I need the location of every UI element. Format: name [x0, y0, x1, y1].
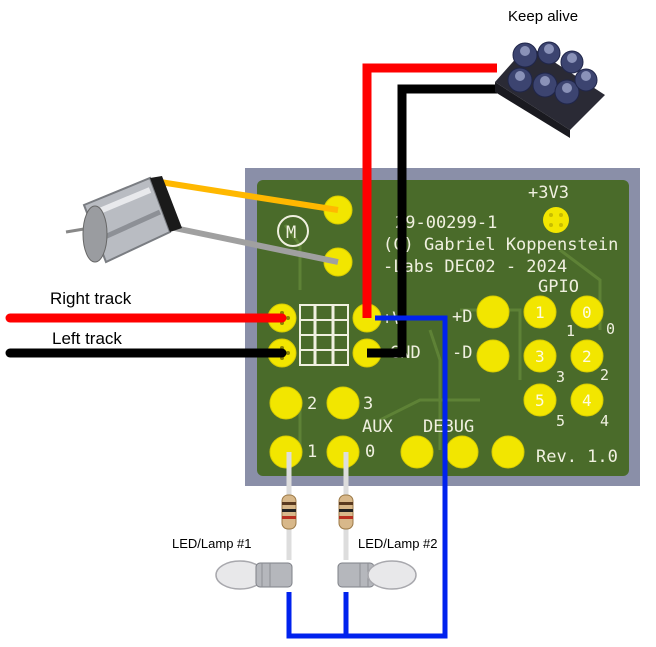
pcb-debug-label: DEBUG [423, 417, 474, 437]
pcb-minus-d-label: -D [452, 343, 472, 363]
keep-alive-label: Keep alive [508, 8, 579, 25]
pcb-aux2-num: 2 [307, 394, 317, 414]
motor-symbol: M [277, 215, 309, 247]
right-track-label: Right track [50, 289, 132, 308]
pcb-3v3-label: +3V3 [528, 183, 569, 203]
pcb-gpio-side-4: 4 [600, 412, 609, 430]
pcb-gpio-side-5: 5 [556, 412, 565, 430]
pad-minus-d [476, 339, 510, 373]
pad-debug-3 [491, 435, 525, 469]
pcb-gpio-side-0: 0 [606, 320, 615, 338]
gpio-0-num: 0 [582, 303, 592, 322]
motor [65, 176, 182, 264]
pad-gpio-1 [523, 295, 557, 329]
lamp-1 [215, 560, 293, 590]
resistor-2 [338, 494, 354, 530]
pad-plus-d [476, 295, 510, 329]
pcb-gpio-side-3: 3 [556, 368, 565, 386]
motor-gray-wire [159, 222, 339, 265]
pcb-aux1-num: 1 [307, 442, 317, 462]
lamp-common-blue-wire [286, 315, 448, 639]
gpio-5-num: 5 [535, 391, 545, 410]
pcb-line2: (C) Gabriel Koppenstein [383, 235, 618, 255]
pad-debug-2 [445, 435, 479, 469]
pcb-line3: -Labs DEC02 - 2024 [383, 257, 567, 277]
pad-aux-1 [269, 435, 303, 469]
pad-gpio-5 [523, 383, 557, 417]
gpio-4-num: 4 [582, 391, 592, 410]
pad-aux-3 [326, 386, 360, 420]
gpio-3-num: 3 [535, 347, 545, 366]
pcb-gpio-side-1: 1 [566, 322, 575, 340]
gpio-1-num: 1 [535, 303, 545, 322]
keep-alive-red-wire [362, 63, 497, 318]
lamp2-label: LED/Lamp #2 [358, 536, 438, 551]
pcb-aux-label: AUX [362, 417, 393, 437]
pcb-aux0-num: 0 [365, 442, 375, 462]
pcb-aux3-num: 3 [363, 394, 373, 414]
pcb-line1: 29-00299-1 [395, 213, 497, 233]
lamp-2 [337, 560, 417, 590]
pad-gpio-2 [570, 339, 604, 373]
pcb-rev-label: Rev. 1.0 [536, 447, 618, 467]
gpio-2-num: 2 [582, 347, 592, 366]
pad-aux-2 [269, 386, 303, 420]
resistor-1 [281, 494, 297, 530]
motor-orange-wire [159, 179, 339, 213]
pads [267, 195, 604, 469]
pad-gpio-0 [570, 295, 604, 329]
pcb-plus-d-label: +D [452, 307, 472, 327]
pad-debug-1 [400, 435, 434, 469]
track-connector [299, 304, 349, 366]
lamp1-label: LED/Lamp #1 [172, 536, 252, 551]
pad-3v3 [543, 207, 569, 233]
pad-gpio-3 [523, 339, 557, 373]
pcb-gpio-label: GPIO [538, 277, 579, 297]
pad-gpio-4 [570, 383, 604, 417]
motor-symbol-letter: M [286, 223, 296, 243]
pcb-gpio-side-2: 2 [600, 366, 609, 384]
keep-alive-black-wire [367, 84, 497, 358]
pad-aux-0 [326, 435, 360, 469]
left-track-label: Left track [52, 329, 122, 348]
keep-alive-module [495, 41, 605, 138]
